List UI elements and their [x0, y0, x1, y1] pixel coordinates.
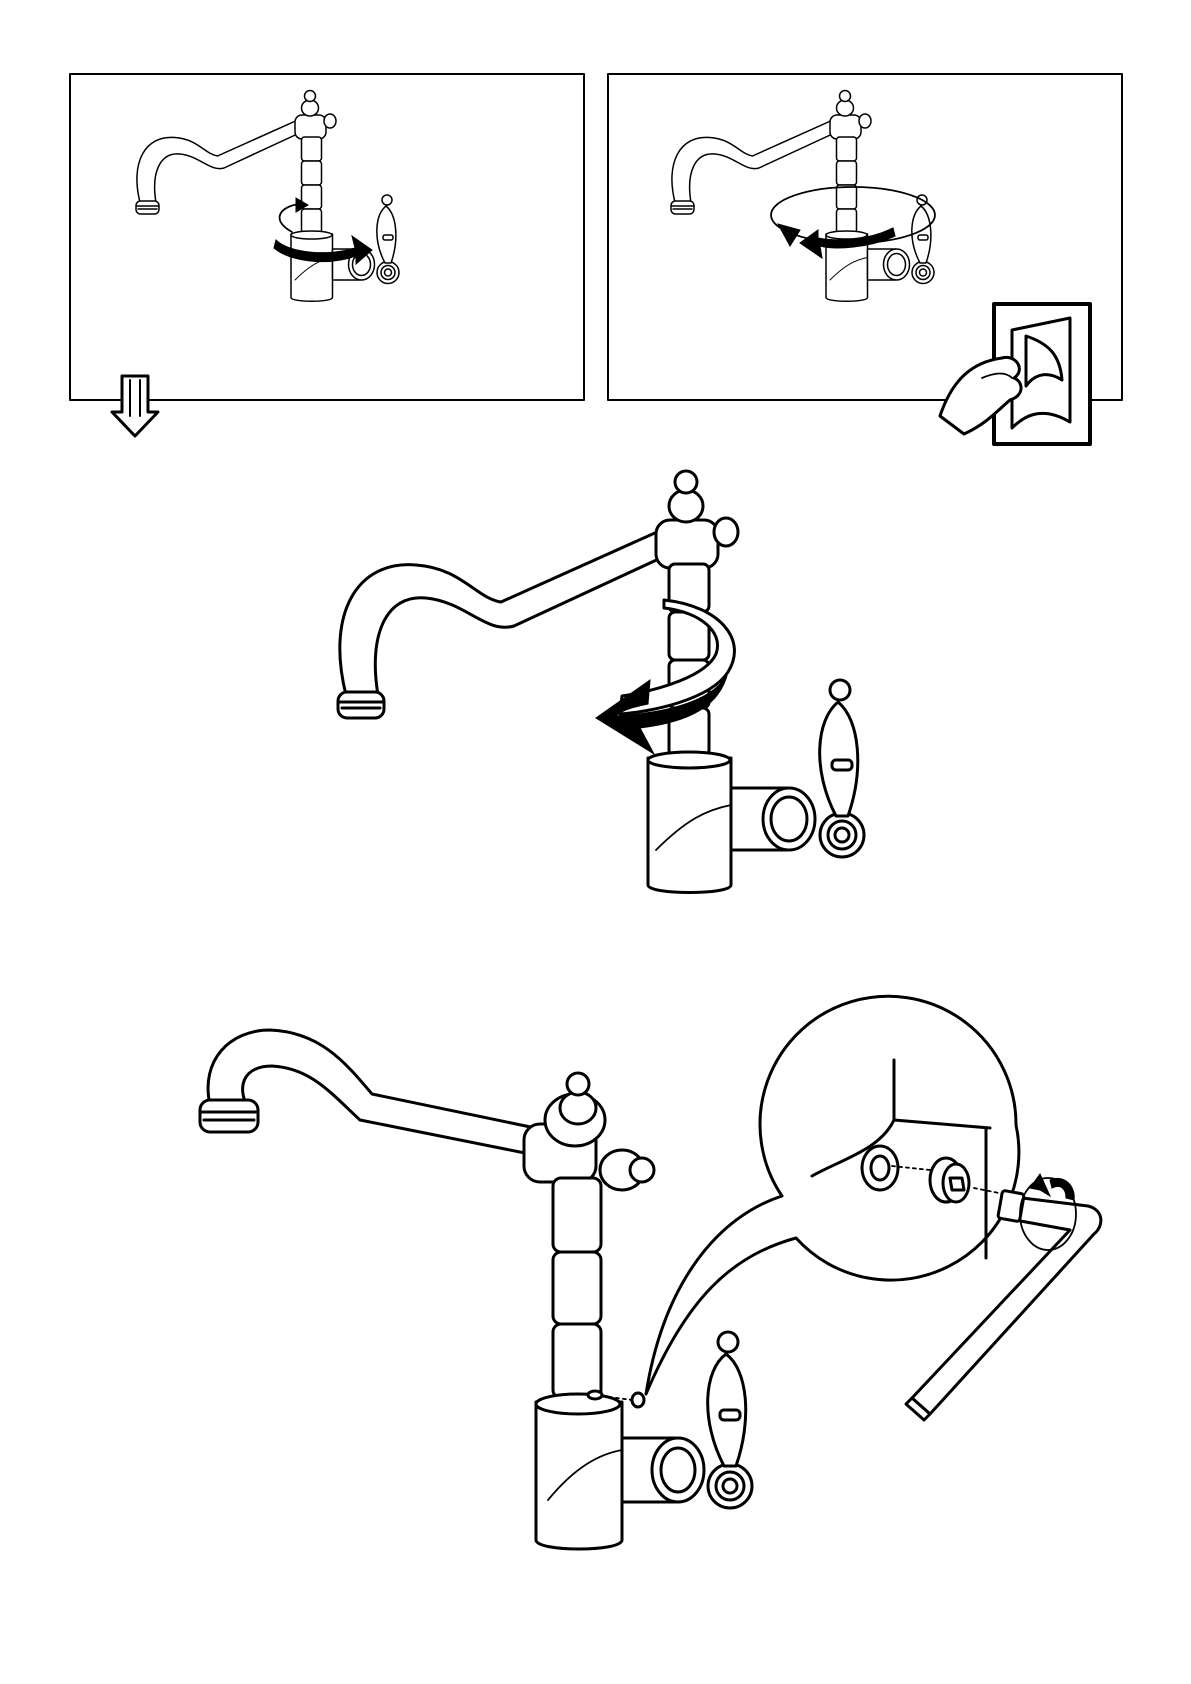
panel-step-turn-spout-left [608, 74, 1122, 444]
panel-step-turn-spout-right [70, 74, 584, 400]
faucet-icon [136, 91, 399, 302]
faucet-icon [338, 471, 864, 893]
large-rotate-arrow-icon [596, 600, 734, 754]
main-step-tighten-set-screw [200, 996, 1101, 1549]
faucet-icon [671, 91, 934, 302]
faucet-icon [200, 1030, 752, 1549]
page-turn-hand-icon [940, 304, 1090, 444]
next-step-down-arrow-icon [112, 376, 158, 436]
detail-magnifier-icon [646, 996, 1019, 1394]
main-step-rotate-spout-counterclockwise [338, 471, 864, 893]
